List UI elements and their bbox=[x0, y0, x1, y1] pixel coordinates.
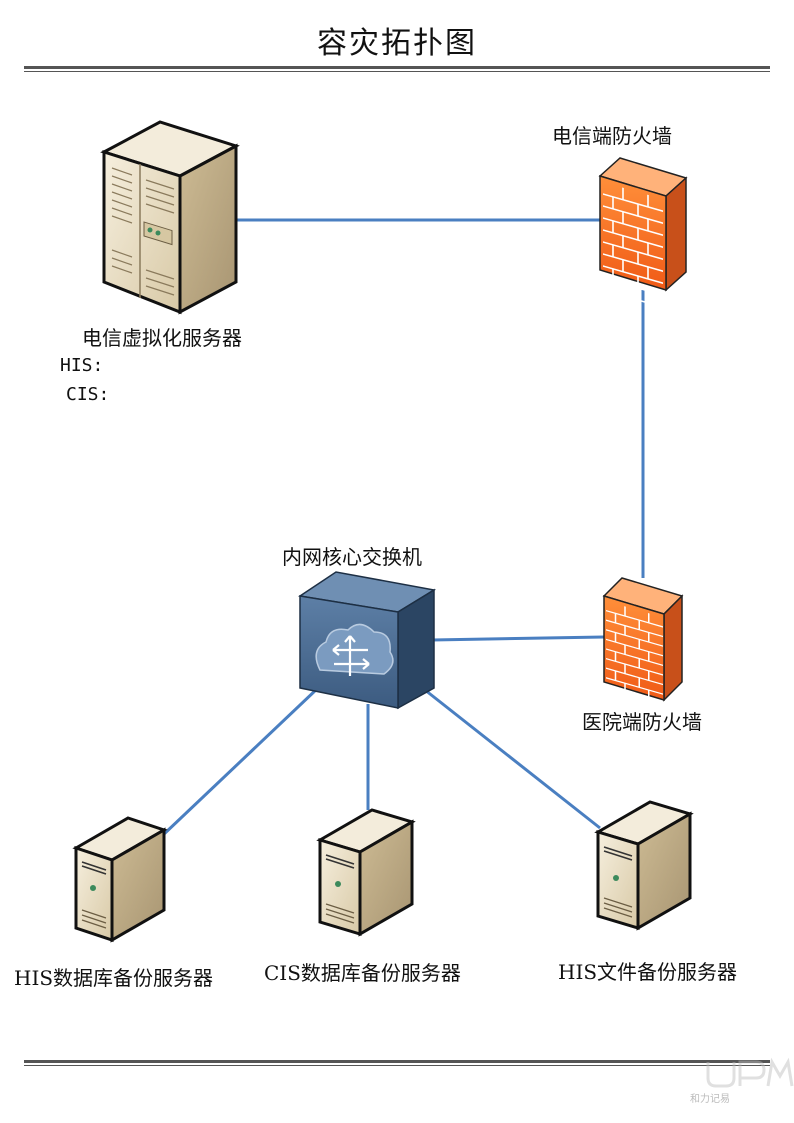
header-rule bbox=[24, 66, 770, 69]
telecom-firewall-label: 电信端防火墙 bbox=[552, 124, 672, 148]
cis-db-backup-server-icon bbox=[316, 808, 416, 937]
telecom-server-icon bbox=[100, 120, 240, 315]
footer-rule-thin bbox=[24, 1065, 770, 1066]
telecom-firewall-icon bbox=[598, 157, 688, 309]
his-file-backup-label: HIS文件备份服务器 bbox=[558, 960, 738, 984]
header-rule-thin bbox=[24, 71, 770, 72]
his-db-backup-label: HIS数据库备份服务器 bbox=[14, 966, 214, 990]
watermark-logo-icon bbox=[706, 1057, 794, 1088]
footer-rule bbox=[24, 1060, 770, 1063]
his-db-backup-server-icon bbox=[72, 816, 168, 943]
telecom-server-label: 电信虚拟化服务器 bbox=[82, 326, 242, 350]
watermark-text: 和力记易 bbox=[690, 1094, 730, 1105]
hospital-firewall-label: 医院端防火墙 bbox=[582, 710, 702, 734]
telecom-server-his-detail: HIS: bbox=[60, 355, 104, 376]
cis-db-backup-label: CIS数据库备份服务器 bbox=[264, 961, 461, 985]
core-switch-icon bbox=[297, 571, 437, 710]
link-switch-his-db bbox=[161, 686, 320, 837]
link-switch-hospital-firewall bbox=[431, 635, 605, 642]
telecom-server-cis-detail: CIS: bbox=[66, 384, 110, 405]
page-title: 容灾拓扑图 bbox=[317, 26, 477, 61]
core-switch-label: 内网核心交换机 bbox=[282, 545, 422, 569]
his-file-backup-server-icon bbox=[594, 800, 694, 931]
link-switch-his-file bbox=[424, 688, 601, 830]
hospital-firewall-icon bbox=[602, 577, 684, 705]
